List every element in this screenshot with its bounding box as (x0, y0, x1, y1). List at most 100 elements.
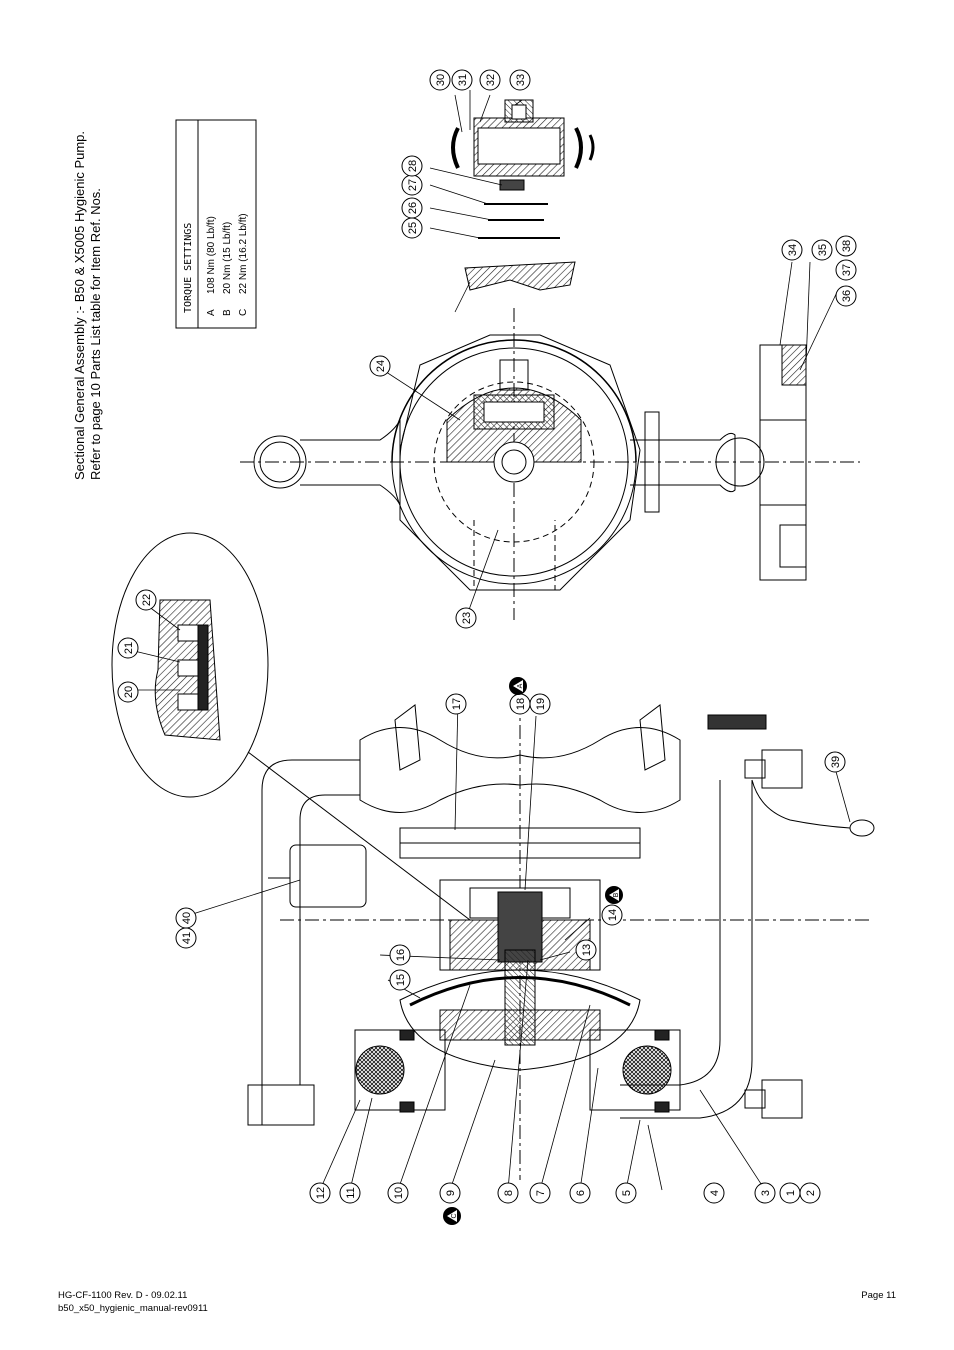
callout-number: 12 (315, 1187, 327, 1199)
callout-circle (429, 69, 451, 91)
callout-number: 20 (123, 686, 135, 698)
callout-circle (799, 1182, 821, 1204)
callout-number: 22 (141, 594, 153, 606)
warning-triangle-icon (609, 889, 619, 901)
callout-number: 7 (535, 1190, 547, 1196)
callout-number: 1 (785, 1190, 797, 1196)
callout-circle (811, 239, 833, 261)
callout-number: 18 (515, 698, 527, 710)
callout-circle (703, 1182, 725, 1204)
torque-marker-label: A (517, 683, 524, 688)
warning-triangle-icon (513, 680, 523, 692)
callout-circle (389, 969, 411, 991)
callout-number: 33 (515, 74, 527, 86)
callout-number: 5 (621, 1190, 633, 1196)
callout-number: 6 (575, 1190, 587, 1196)
callout-circle (175, 927, 197, 949)
pump-sectional-view (247, 700, 875, 1180)
callout-number: 36 (841, 290, 853, 302)
callout-number: 40 (181, 912, 193, 924)
callout-number: 38 (841, 240, 853, 252)
callout-circle (615, 1182, 637, 1204)
seal-detail-view (111, 532, 471, 921)
doc-ref: HG-CF-1100 Rev. D - 09.02.11 (58, 1290, 188, 1301)
torque-settings-table: TORQUE SETTINGS A 108 Nm (80 Lb/ft) B 20… (175, 119, 257, 329)
callout-circle (439, 1182, 461, 1204)
callout-number: 8 (503, 1190, 515, 1196)
warning-triangle-icon (447, 1210, 457, 1222)
torque-key-c: C (238, 309, 249, 316)
callout-circle (451, 69, 473, 91)
callout-circle (479, 69, 501, 91)
callout-circle (835, 259, 857, 281)
callout-number: 28 (407, 160, 419, 172)
torque-heading: TORQUE SETTINGS (183, 223, 194, 313)
callout-circle (309, 1182, 331, 1204)
callout-circle (835, 285, 857, 307)
callout-number: 35 (817, 244, 829, 256)
callout-number: 9 (445, 1190, 457, 1196)
callout-number: 14 (607, 909, 619, 921)
callout-circle (569, 1182, 591, 1204)
callout-circle (445, 693, 467, 715)
callout-circle (401, 197, 423, 219)
callout-number: 15 (395, 974, 407, 986)
callout-circle (497, 1182, 519, 1204)
callout-circle (135, 589, 157, 611)
callout-number: 27 (407, 179, 419, 191)
callout-number: 41 (181, 932, 193, 944)
torque-key-b: B (222, 309, 233, 316)
callout-circle (781, 239, 803, 261)
callout-number: 2 (805, 1190, 817, 1196)
callout-number: 16 (395, 949, 407, 961)
callout-number: 32 (485, 74, 497, 86)
callout-number: 24 (375, 360, 387, 372)
torque-marker-label: B (613, 892, 620, 897)
callout-number: 4 (709, 1190, 721, 1196)
leader-lines (129, 90, 851, 1191)
callout-circle (754, 1182, 776, 1204)
callout-circle (529, 693, 551, 715)
callout-number: 17 (451, 698, 463, 710)
callout-circle (401, 155, 423, 177)
torque-key-a: A (206, 309, 217, 316)
callout-number: 19 (535, 698, 547, 710)
callout-circle (455, 607, 477, 629)
callout-number: 11 (345, 1187, 357, 1198)
callout-circle (389, 944, 411, 966)
callout-number: 10 (393, 1187, 405, 1199)
callout-number: 26 (407, 202, 419, 214)
callout-number: 34 (787, 244, 799, 256)
torque-value-c: 22 Nm (16.2 Lb/ft) (238, 213, 249, 294)
torque-value-a: 108 Nm (80 Lb/ft) (206, 216, 217, 294)
exploded-valve-parts (451, 99, 595, 291)
callout-circle (575, 939, 597, 961)
callout-circle (117, 681, 139, 703)
torque-marker-label: C (451, 1213, 458, 1218)
callout-circle (387, 1182, 409, 1204)
torque-value-b: 20 Nm (15 Lb/ft) (222, 222, 233, 294)
callout-circle (369, 355, 391, 377)
callout-circle (835, 235, 857, 257)
callout-circle (509, 69, 531, 91)
callout-number: 13 (581, 944, 593, 956)
callout-circle (117, 637, 139, 659)
callout-circle (529, 1182, 551, 1204)
callout-number: 30 (435, 74, 447, 86)
pump-end-view (240, 308, 860, 620)
torque-markers: A B C (443, 677, 623, 1225)
file-name: b50_x50_hygienic_manual-rev0911 (58, 1303, 208, 1314)
callout-number: 37 (841, 264, 853, 276)
callout-circle (601, 904, 623, 926)
callout-number: 3 (760, 1190, 772, 1196)
callout-circle (339, 1182, 361, 1204)
callout-circle (824, 751, 846, 773)
page-number: Page 11 (861, 1290, 896, 1301)
callout-number: 23 (461, 612, 473, 624)
callout-number: 31 (457, 74, 469, 86)
callout-number: 21 (123, 642, 135, 654)
footer-left: HG-CF-1100 Rev. D - 09.02.11 b50_x50_hyg… (58, 1289, 208, 1315)
callout-number: 25 (407, 222, 419, 234)
